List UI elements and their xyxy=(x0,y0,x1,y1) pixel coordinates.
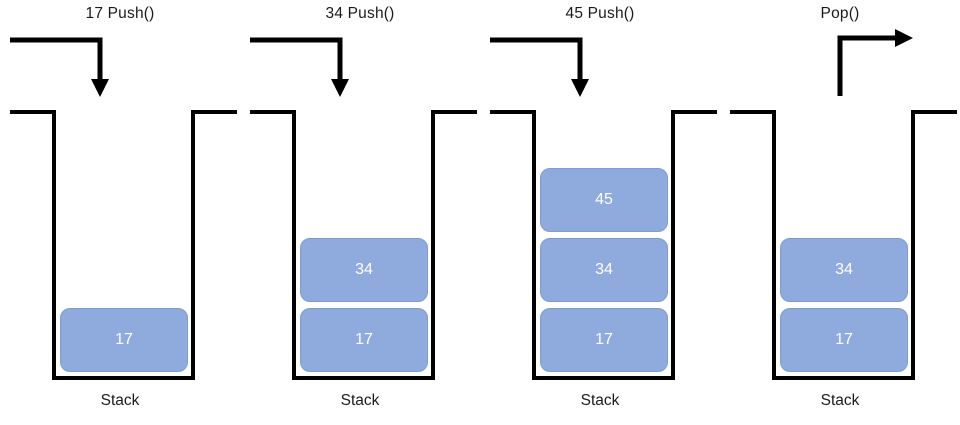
arrow-head xyxy=(571,79,589,97)
up-right-arrow-icon xyxy=(837,29,913,96)
stack-cell: 34 xyxy=(300,238,428,302)
operation-label: 17 Push() xyxy=(85,5,155,22)
operation-label: 34 Push() xyxy=(325,5,395,22)
panel-graphics xyxy=(490,37,717,380)
stack-caption: Stack xyxy=(340,392,380,409)
stack-caption: Stack xyxy=(820,392,860,409)
arrow-shaft xyxy=(837,35,897,96)
arrow-shaft xyxy=(10,37,103,81)
down-arrow-icon xyxy=(490,37,589,97)
arrow-shaft xyxy=(250,37,343,81)
down-arrow-icon xyxy=(10,37,109,97)
stack-cell: 34 xyxy=(780,238,908,302)
stack-container-outline xyxy=(490,110,717,380)
stack-cell: 17 xyxy=(540,308,668,372)
stack-caption: Stack xyxy=(100,392,140,409)
down-arrow-icon xyxy=(250,37,349,97)
stack-container-outline xyxy=(10,110,237,380)
stack-cell: 45 xyxy=(540,168,668,232)
stack-container-outline xyxy=(730,110,957,380)
arrow-head xyxy=(331,79,349,97)
panel-graphics xyxy=(250,37,477,380)
panel-graphics xyxy=(730,29,957,380)
operation-label: 45 Push() xyxy=(565,5,635,22)
arrow-shaft xyxy=(490,37,583,81)
operation-label: Pop() xyxy=(820,5,860,22)
stack-cell: 17 xyxy=(300,308,428,372)
arrow-head xyxy=(895,29,913,47)
stack-caption: Stack xyxy=(580,392,620,409)
stack-cell: 17 xyxy=(780,308,908,372)
stack-cell: 17 xyxy=(60,308,188,372)
panel-graphics xyxy=(10,37,237,380)
stack-cell: 34 xyxy=(540,238,668,302)
arrow-head xyxy=(91,79,109,97)
stack-container-outline xyxy=(250,110,477,380)
